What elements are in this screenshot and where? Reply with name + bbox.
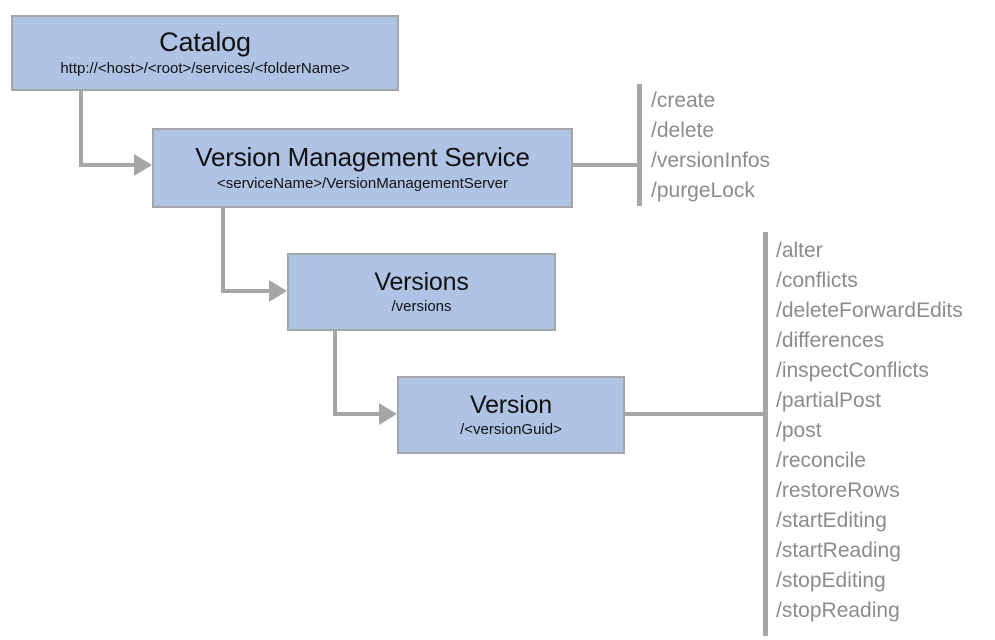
edge-catalog-to-service-arrowhead [134, 154, 152, 176]
node-catalog-subtitle: http://<host>/<root>/services/<folderNam… [60, 60, 350, 78]
operation-item[interactable]: /startReading [776, 539, 901, 562]
version-operations-bracket [763, 232, 768, 636]
operation-item[interactable]: /post [776, 419, 822, 442]
operation-item[interactable]: /purgeLock [651, 179, 755, 202]
edge-version-to-operations-line [625, 412, 765, 416]
operation-item[interactable]: /startEditing [776, 509, 887, 532]
node-version-management-service-title: Version Management Service [195, 141, 530, 172]
operation-item[interactable]: /versionInfos [651, 149, 771, 172]
service-operations-bracket [637, 84, 642, 206]
edge-service-to-versions-vertical [221, 207, 225, 291]
operation-item[interactable]: /deleteForwardEdits [776, 299, 963, 322]
operation-item[interactable]: /reconcile [776, 449, 866, 472]
operation-item[interactable]: /stopEditing [776, 569, 886, 592]
node-versions-subtitle: /versions [391, 298, 452, 315]
version-operations-list: /alter /conflicts /deleteForwardEdits /d… [776, 236, 963, 626]
edge-catalog-to-service-vertical [79, 89, 83, 165]
edge-catalog-to-service-horizontal [79, 163, 135, 167]
operation-item[interactable]: /alter [776, 239, 823, 262]
edge-service-to-operations-line [573, 163, 639, 167]
node-version-title: Version [470, 390, 552, 419]
operation-item[interactable]: /inspectConflicts [776, 359, 929, 382]
edge-versions-to-version-arrowhead [379, 403, 397, 425]
node-versions-title: Versions [374, 267, 469, 296]
operation-item[interactable]: /create [651, 89, 716, 112]
node-version-management-service-subtitle: <serviceName>/VersionManagementServer [217, 174, 508, 192]
operation-item[interactable]: /differences [776, 329, 885, 352]
node-version-management-service[interactable]: Version Management Service <serviceName>… [152, 128, 573, 208]
edge-versions-to-version-vertical [333, 330, 337, 414]
node-catalog[interactable]: Catalog http://<host>/<root>/services/<f… [11, 15, 399, 91]
operation-item[interactable]: /conflicts [776, 269, 858, 292]
node-version[interactable]: Version /<versionGuid> [397, 376, 625, 454]
edge-service-to-versions-arrowhead [269, 280, 287, 302]
operation-item[interactable]: /stopReading [776, 599, 900, 622]
operation-item[interactable]: /delete [651, 119, 715, 142]
edge-versions-to-version-horizontal [333, 412, 379, 416]
node-catalog-title: Catalog [159, 27, 251, 58]
node-versions[interactable]: Versions /versions [287, 253, 556, 331]
node-version-subtitle: /<versionGuid> [460, 421, 562, 438]
edge-service-to-versions-horizontal [221, 289, 269, 293]
operation-item[interactable]: /restoreRows [776, 479, 900, 502]
service-operations-list: /create /delete /versionInfos /purgeLock [651, 86, 770, 206]
operation-item[interactable]: /partialPost [776, 389, 882, 412]
